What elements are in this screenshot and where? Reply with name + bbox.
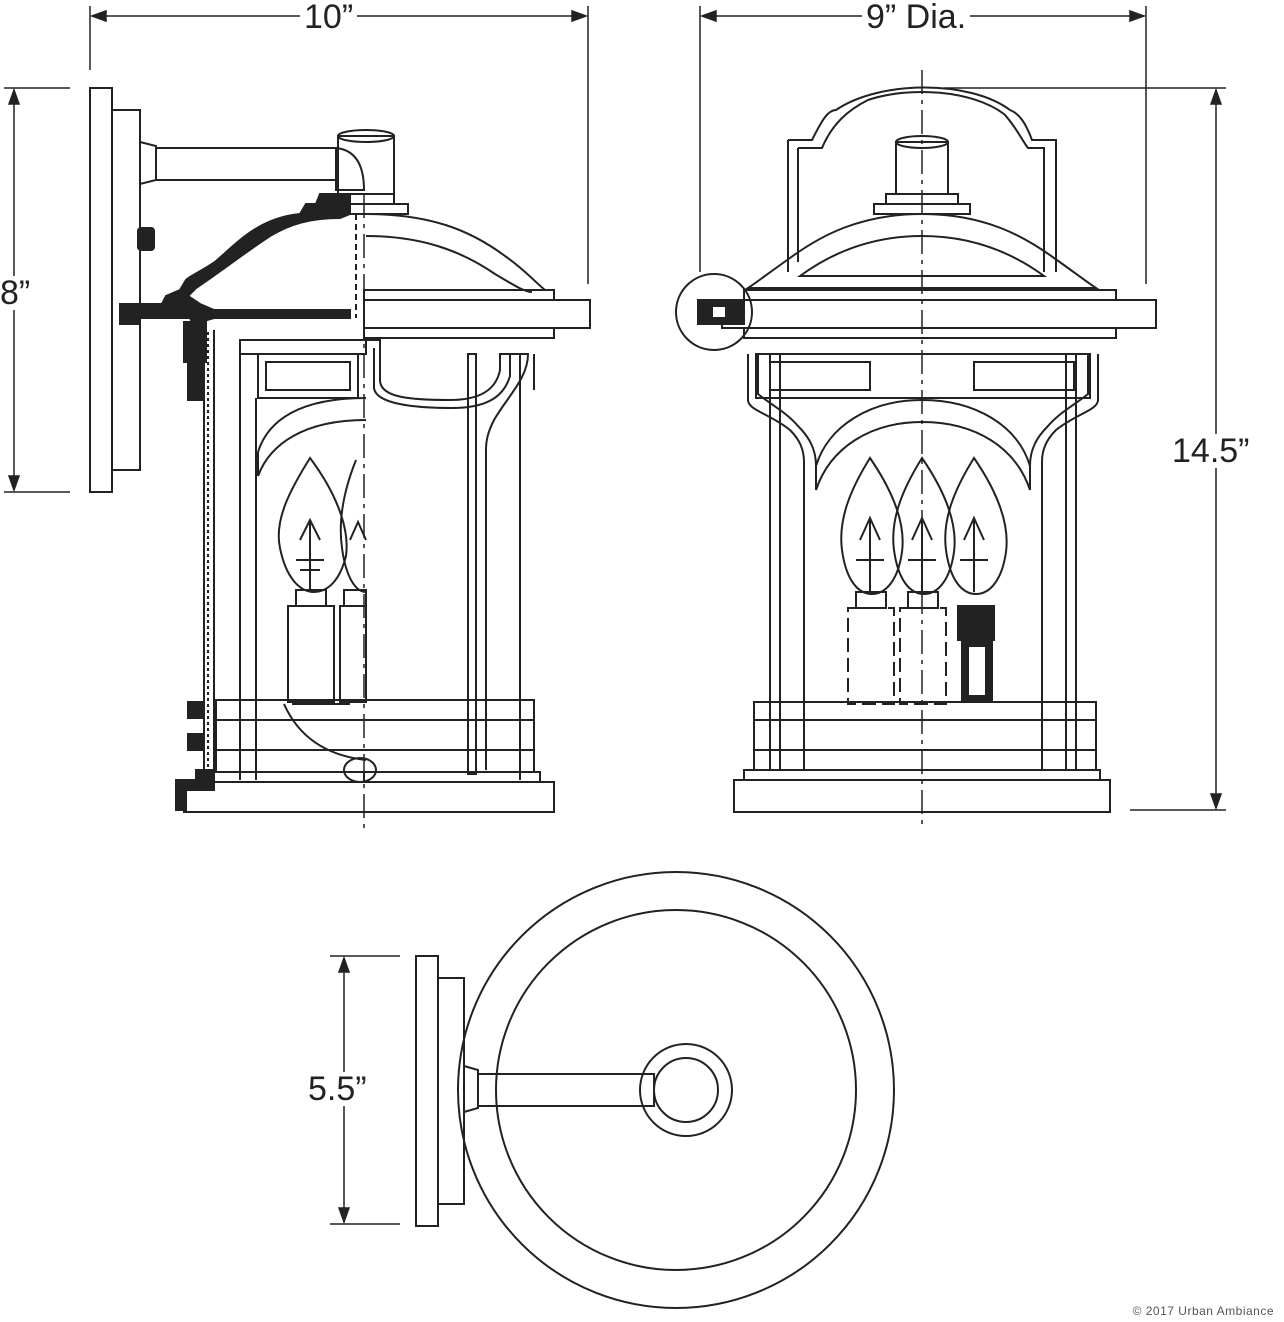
top-backplate [416, 956, 438, 1226]
front-view [676, 70, 1156, 828]
dimension-label-front-diameter: 9” Dia. [862, 0, 971, 34]
dimension-label-backplate-height: 8” [0, 276, 35, 310]
side-arm [140, 142, 156, 184]
front-candle-bulb-icon [893, 458, 954, 704]
side-candle-bulb-icon [340, 460, 366, 702]
front-candle-bulb-icon [945, 458, 1006, 702]
side-candle-bulb-icon [279, 458, 347, 702]
dimension-label-extension: 5.5” [304, 1072, 371, 1106]
side-roof [366, 214, 545, 290]
side-roof-section [140, 194, 350, 330]
dimension-label-side-width: 10” [300, 0, 358, 34]
top-view [416, 872, 894, 1308]
top-canopy-outer [458, 872, 894, 1308]
side-backplate [90, 88, 112, 492]
front-backplate [788, 88, 1056, 273]
side-screw-icon [138, 228, 154, 250]
front-candle-bulb-icon [841, 458, 902, 704]
dimension-label-overall-height: 14.5” [1168, 434, 1254, 468]
front-mount-detail-icon [676, 274, 752, 350]
side-view [90, 88, 590, 828]
copyright-text: © 2017 Urban Ambiance [1132, 1304, 1274, 1318]
